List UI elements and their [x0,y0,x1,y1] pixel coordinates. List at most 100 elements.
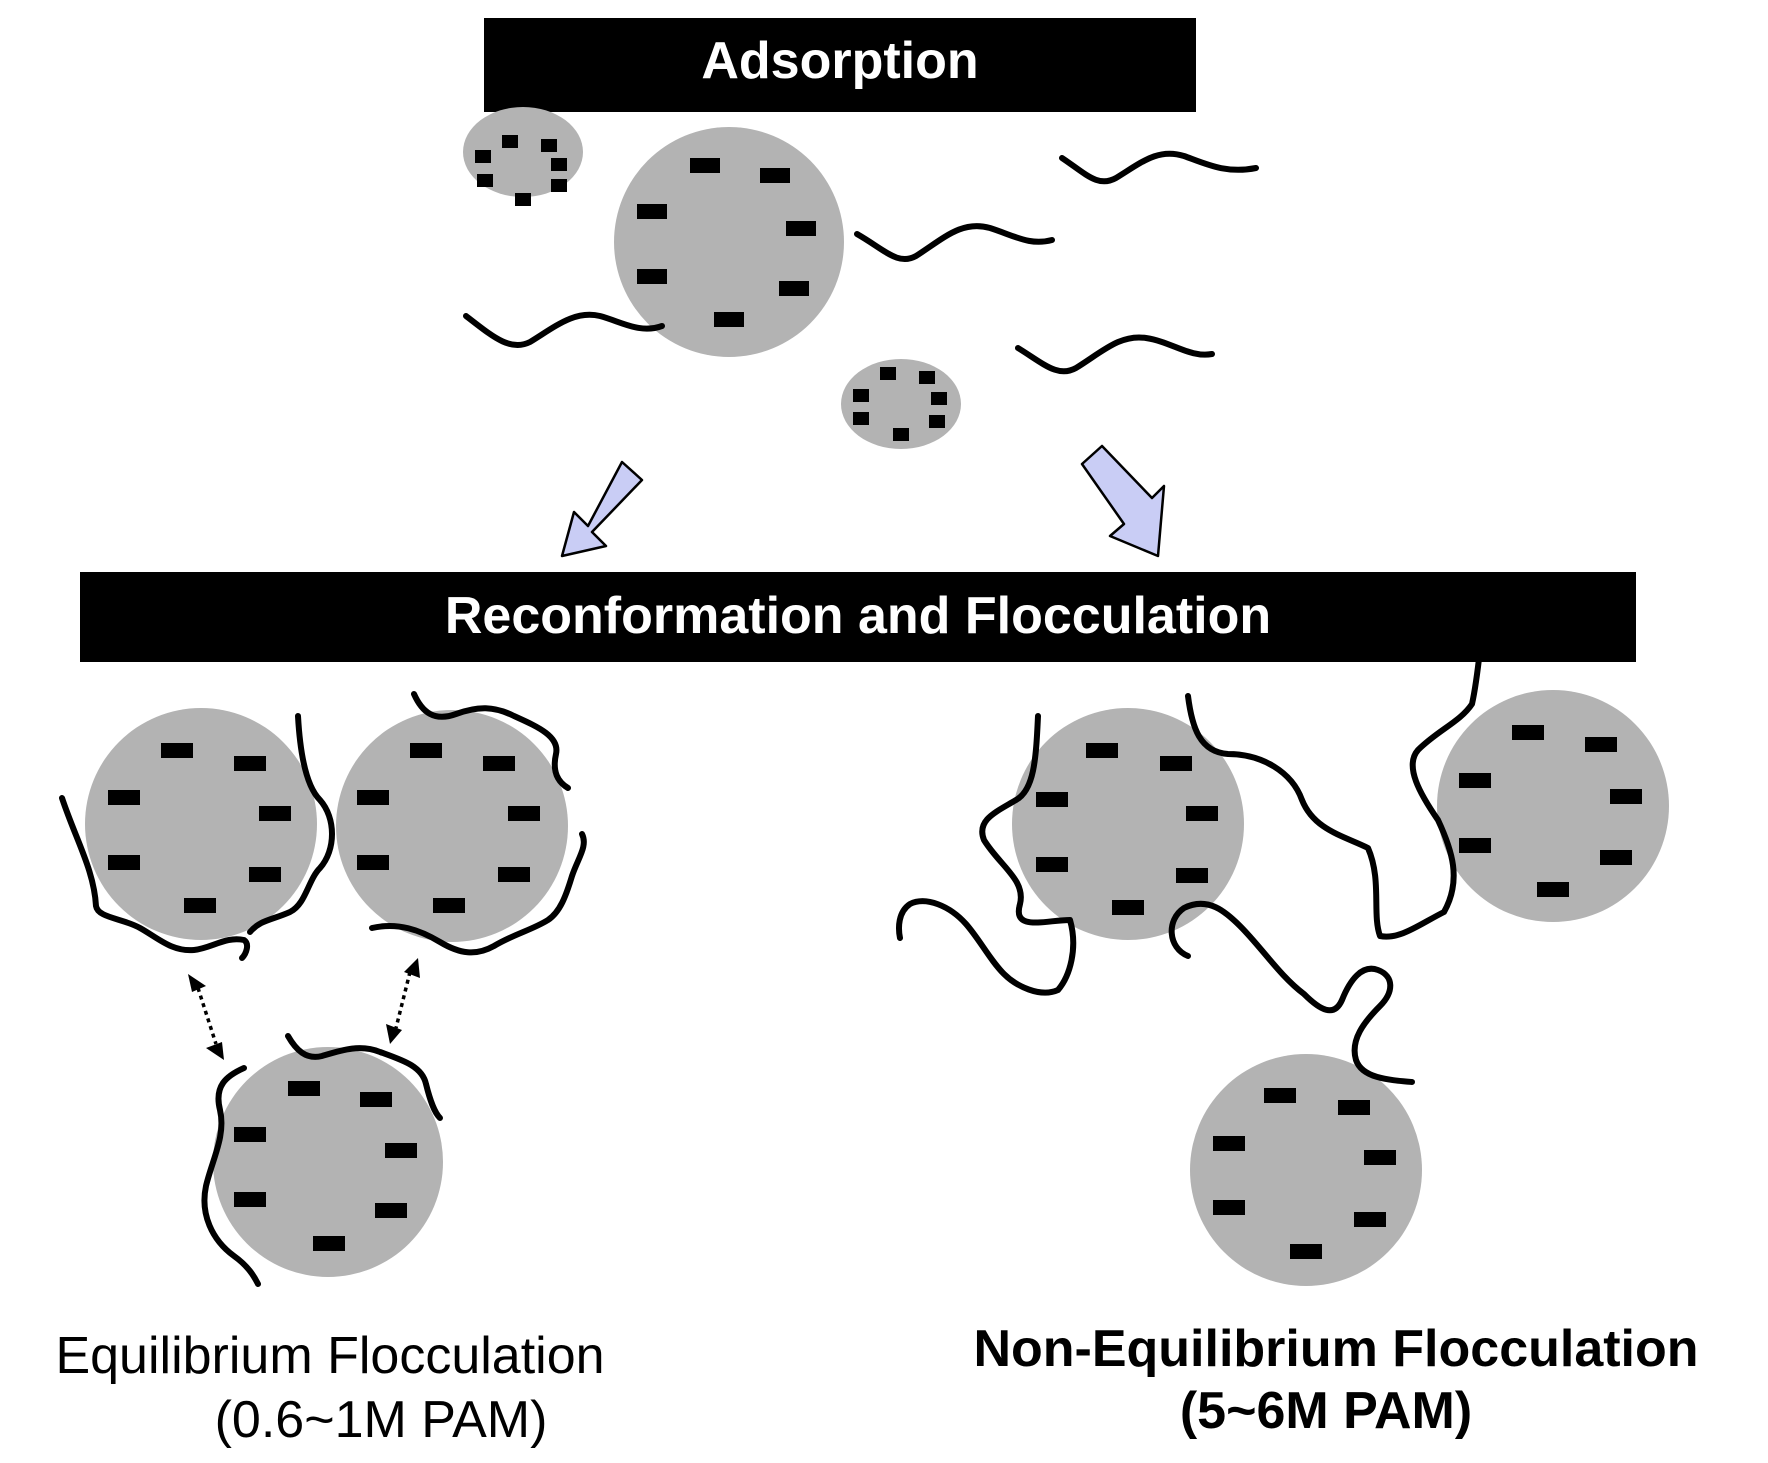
floc-particle [1012,708,1244,940]
charge-site [929,415,945,428]
charge-site [357,790,389,805]
charge-site [357,855,389,870]
charge-site [259,806,291,821]
charge-site [714,312,744,327]
charge-site [1354,1212,1386,1227]
charge-site [433,898,465,913]
arrowhead-icon [404,958,420,978]
right-process-arrow [1080,444,1166,558]
floc-particle [1190,1054,1422,1286]
charge-site [1459,773,1491,788]
equilibrium-caption: Equilibrium Flocculation (0.6~1M PAM) [55,1327,604,1449]
charge-site [1512,725,1544,740]
polymer-chain [463,311,665,349]
left-process-arrow [560,460,644,558]
adsorption-banner: Adsorption [484,18,1196,112]
charge-site [931,392,947,405]
charge-site [541,139,557,152]
charge-site [483,756,515,771]
small-particle [463,107,583,206]
non-equilibrium-floc [896,647,1669,1286]
charge-site [1364,1150,1396,1165]
small-particle [841,359,961,449]
polymer-chain [1059,150,1259,185]
charge-site [1459,838,1491,853]
equilibrium-caption-range: (0.6~1M PAM) [215,1391,548,1449]
bridging-polymer-chain [1168,900,1415,1085]
large-particle [614,127,844,357]
charge-site [1610,789,1642,804]
charge-site [1186,806,1218,821]
floc-particle [85,708,317,940]
charge-site [1537,882,1569,897]
charge-site [1600,850,1632,865]
charge-site [498,867,530,882]
adsorbed-polymer-chain [285,1033,443,1121]
non-equilibrium-caption-title: Non-Equilibrium Flocculation [973,1320,1698,1378]
floc-particle [213,1047,443,1277]
charge-site [508,806,540,821]
charge-site [313,1236,345,1251]
dotted-double-arrow-icon [196,987,218,1045]
floc-particle [1437,690,1669,922]
arrowhead-icon [188,974,206,992]
non-equilibrium-caption: Non-Equilibrium Flocculation (5~6M PAM) [973,1320,1698,1440]
charge-site [551,179,567,192]
reconformation-banner-bg [80,572,1636,662]
charge-site [1086,743,1118,758]
arrowhead-icon [206,1042,224,1060]
charge-site [1585,737,1617,752]
charge-site [779,281,809,296]
non-equilibrium-caption-range: (5~6M PAM) [1180,1382,1472,1440]
adsorption-banner-label: Adsorption [701,32,978,90]
charge-site [385,1143,417,1158]
charge-site [690,158,720,173]
polymer-chain [854,223,1055,263]
charge-site [880,367,896,380]
charge-site [184,898,216,913]
adsorption-banner-bg [484,18,1196,112]
charge-site [410,743,442,758]
charge-site [515,193,531,206]
bridging-polymer-chain [1185,647,1483,940]
charge-site [108,855,140,870]
charge-site [288,1081,320,1096]
charge-site [893,428,909,441]
charge-site [1264,1088,1296,1103]
charge-site [1036,792,1068,807]
charge-site [853,412,869,425]
reconformation-banner: Reconformation and Flocculation [80,572,1636,662]
charge-site [502,135,518,148]
equilibrium-floc [59,691,587,1287]
adsorbed-polymer-chain [247,713,335,935]
charge-site [1036,857,1068,872]
adsorbed-polymer-chain [59,795,251,961]
reconformation-banner-label: Reconformation and Flocculation [445,587,1271,645]
adsorbed-polymer-chain [369,831,587,956]
adsorption-stage [463,107,1259,449]
adsorbed-polymer-chain [411,691,571,791]
polymer-chain [1015,334,1215,375]
floc-particle [336,710,568,942]
charge-site [477,174,493,187]
charge-site [853,389,869,402]
interaction-arrow [188,974,224,1060]
charge-site [360,1092,392,1107]
charge-site [637,204,667,219]
charge-site [1176,868,1208,883]
charge-site [1290,1244,1322,1259]
large-particle-body [614,127,844,357]
charge-site [551,158,567,171]
charge-site [1213,1136,1245,1151]
charge-site [375,1203,407,1218]
interaction-arrow [386,958,420,1044]
charge-site [234,1192,266,1207]
charge-site [760,168,790,183]
charge-site [1160,756,1192,771]
charge-site [249,867,281,882]
adsorbed-polymer-chain [201,1065,261,1287]
equilibrium-caption-title: Equilibrium Flocculation [55,1327,604,1385]
charge-site [161,743,193,758]
charge-site [1338,1100,1370,1115]
